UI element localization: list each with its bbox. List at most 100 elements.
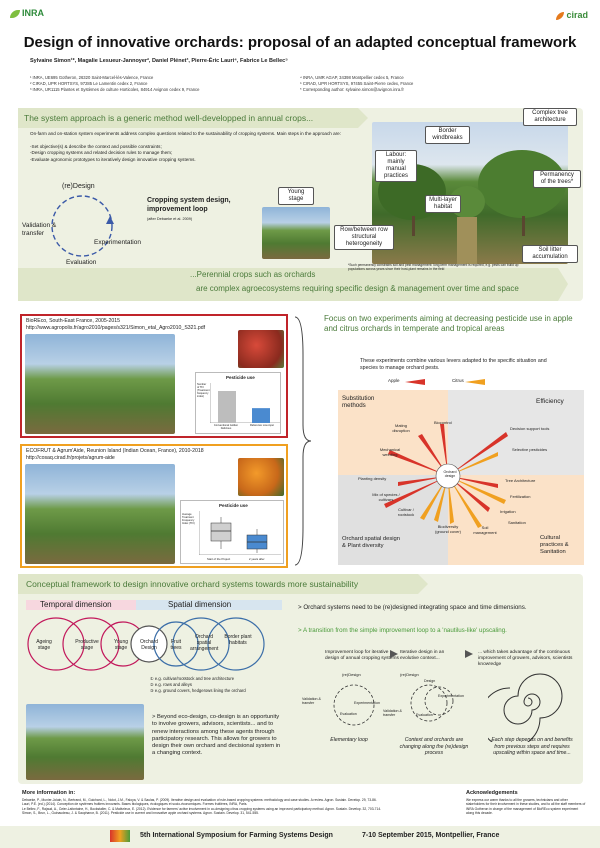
section2-heading: Focus on two experiments aiming at decre… — [324, 314, 573, 333]
citrus-arrow-icon — [465, 379, 485, 385]
bioreco-name: BioREco, South-East France, 2005-2015 — [26, 318, 121, 324]
section1-conclusion-1: ...Perennial crops such as orchards — [190, 270, 316, 279]
lever-tree-architecture: Tree Architecture — [505, 478, 536, 483]
loop-caption-title: Cropping system design, improvement loop — [147, 197, 231, 213]
wheel-legend-arrows — [405, 379, 485, 385]
legend-apple: Apple — [388, 378, 400, 383]
lever-fertilization: Fertilization — [510, 494, 531, 499]
ecofrut-cat2: 2 years after — [249, 557, 265, 561]
references: Debaeke, P., Munier-Jolain, N., Bertrand… — [22, 798, 382, 815]
col3-foot: Each step depends on and benefits from p… — [491, 737, 573, 756]
lbl-ageing: Ageing stage — [36, 639, 52, 651]
lever-mating: Mating disruption — [392, 423, 410, 433]
ecofrut-name: ECOFRUT & Agrum'Aide, Reunion Island (In… — [26, 448, 204, 454]
loop-circle — [51, 195, 113, 257]
affiliations-right: ⁴ INRA, UMR AGAP, 34398 Montpellier cede… — [300, 75, 414, 92]
lever-selective: Selective pesticides — [512, 447, 548, 452]
spatial-band — [136, 600, 282, 610]
lever-soil: Soil management — [473, 525, 497, 535]
section2-brace — [294, 316, 312, 566]
callout-border-windbreaks: Border windbreaks — [425, 126, 470, 144]
circle-notes: ① e.g. cultivar/rootstock and tree archi… — [150, 676, 246, 693]
col-arrows — [390, 650, 473, 658]
callout-labour: Labour: mainly manual practices — [375, 150, 417, 182]
circle-orchard-design — [130, 625, 168, 663]
section1-intro: On-farm and on-station system experiment… — [30, 131, 341, 136]
codesign-text: > Beyond eco-design, co-design is an opp… — [152, 714, 281, 757]
symposium-name: 5th International Symposium for Farming … — [140, 832, 333, 839]
section1-steps: -Set objective(s) & describe the context… — [30, 144, 196, 162]
section1-title-band — [18, 108, 368, 128]
section1-conclusion-2: are complex agroecosystems requiring spe… — [196, 284, 519, 293]
mini-validation-1: Validation & transfer — [302, 697, 321, 705]
wheel-center-circle — [435, 463, 461, 489]
loop-evaluation: Evaluation — [66, 259, 97, 266]
col1-foot: Elementary loop — [330, 737, 368, 743]
mini-experimentation-1: Experimentation — [354, 701, 380, 705]
lbl-spatial-arrangement: Orchard spatial arrangement — [190, 634, 219, 652]
callout-row-heterogeneity: Row/between row structural heterogeneity — [334, 225, 394, 250]
lever-mech-weeding: Mechanical weeding — [379, 447, 401, 457]
loop-validation: Validation & transfer — [22, 222, 57, 237]
ecofrut-chart-ylabel: Average Treatment Frequency Index (TFI) — [182, 513, 195, 525]
cirad-leaf-icon — [556, 11, 565, 20]
evolutive-loop-diagram — [410, 684, 454, 722]
circle-productive — [62, 617, 120, 671]
nautilus-spiral — [488, 673, 563, 742]
lever-irrigation: Irrigation — [500, 509, 516, 514]
wheel-substitution: Substitution methods — [342, 395, 375, 409]
section3-title: Conceptual framework to design innovativ… — [26, 579, 359, 589]
authors: Sylvaine Simon¹*, Magalie Lesueur-Jannoy… — [30, 58, 288, 64]
ack-title: Acknowledgements — [466, 790, 518, 796]
bioreco-chart-ylabel: Number of TFI (Treatment frequency index… — [197, 383, 210, 398]
orchard-photo-trees — [378, 150, 566, 264]
callout-young-stage: Young stage — [278, 187, 314, 205]
mini-evaluation-2: Evaluation — [416, 713, 433, 717]
more-info-title: More information in: — [22, 790, 76, 796]
lever-cultivar: Cultivar / rootstock — [397, 507, 415, 517]
point-redesign: > Orchard systems need to be (re)designe… — [298, 604, 527, 611]
col3-head: ... which takes advantage of the continu… — [478, 650, 573, 667]
loop-redesign: (re)Design — [62, 183, 95, 190]
wheel-cultural: Cultural practices & Sanitation — [540, 535, 569, 555]
bioreco-url: http://www.agropolis.fr/agro2010/pages/s… — [26, 325, 206, 331]
point-nautilus: > A transition from the simple improveme… — [298, 627, 507, 634]
mini-design-2: Design — [424, 679, 436, 683]
lever-decision: Decision support tools — [510, 426, 550, 431]
circle-border-habitats — [207, 617, 265, 671]
young-stage-photo — [262, 207, 330, 259]
ecofrut-pesticide-chart: Pesticide use Average Treatment Frequenc… — [180, 500, 284, 564]
mini-redesign-2: (re)Design — [400, 672, 419, 677]
inra-logo: INRA — [10, 8, 44, 18]
ack-text: We express our warm thanks to all the gr… — [466, 798, 586, 815]
callout-permanency: Permanency of the trees* — [533, 170, 581, 188]
bioreco-pesticide-chart: Pesticide use Number of TFI (Treatment f… — [195, 372, 281, 434]
apple-photo — [238, 330, 284, 368]
temporal-dimension: Temporal dimension — [40, 600, 112, 609]
mini-validation-2: Validation & transfer — [383, 709, 402, 717]
quadrant-spatial — [338, 475, 448, 565]
lbl-young: Young stage — [114, 639, 128, 651]
bioreco-cat1: Conventional Golden Delicious — [213, 424, 239, 430]
lbl-border-habitats: Border plant habitats — [224, 634, 252, 646]
circle-fruit-trees — [153, 621, 199, 667]
boxplot-start — [210, 522, 232, 542]
citrus-photo — [238, 458, 284, 496]
affiliations-left: ¹ INRA, UE695 Gotheron, 26320 Saint-Marc… — [30, 75, 200, 92]
ecofrut-orchard-photo — [25, 464, 175, 564]
loop-caption-ref: (after Debaeke et al. 2009) — [147, 217, 193, 221]
bioreco-chart-title: Pesticide use — [226, 375, 255, 380]
symposium-logo — [110, 830, 130, 842]
lbl-productive: Productive stage — [75, 639, 99, 651]
inra-leaf-icon — [10, 9, 20, 18]
spatial-dimension: Spatial dimension — [168, 600, 232, 609]
col1-head: Improvement loop for iterative design of… — [325, 650, 399, 661]
lever-sanitation: Sanitation — [508, 520, 526, 525]
callout-complex-tree: Complex tree architecture — [523, 108, 577, 126]
circle-spatial-arrangement — [172, 617, 230, 671]
lever-biocontrol: Biocontrol — [434, 420, 452, 425]
bioreco-cat2: Reference Low-input — [250, 424, 274, 427]
ecofrut-cat1: Start of the Project — [207, 557, 231, 561]
callout-multilayer: Multi-layer habitat — [425, 195, 461, 213]
improvement-loop-diagram — [51, 195, 114, 257]
